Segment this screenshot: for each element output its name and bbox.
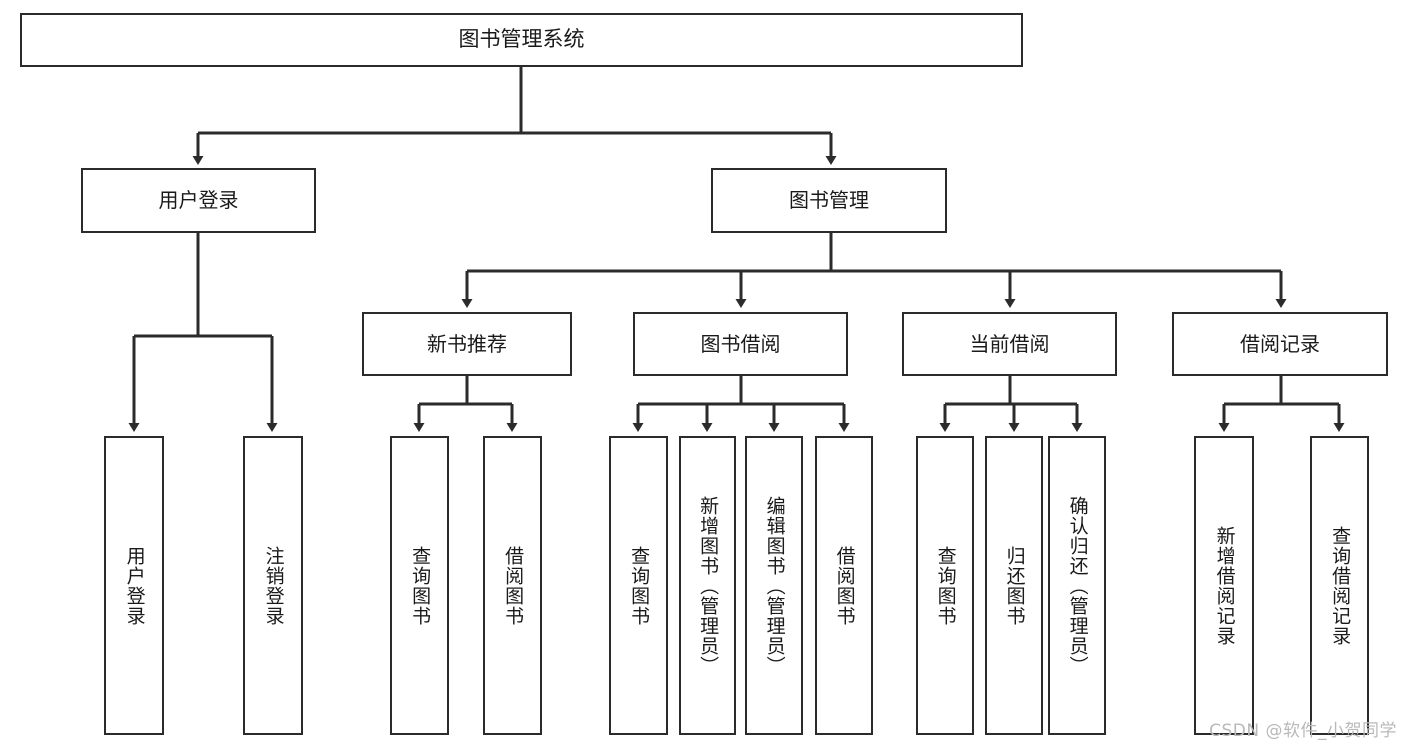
node-borrow-record[interactable]: 借阅记录 bbox=[1172, 312, 1388, 376]
node-user-login[interactable]: 用户登录 bbox=[81, 168, 316, 233]
node-label: 确认归还（管理员） bbox=[1066, 495, 1089, 676]
leaf-query-borrow-record[interactable]: 查询借阅记录 bbox=[1310, 436, 1369, 735]
node-label: 查询图书 bbox=[628, 545, 651, 626]
node-label: 当前借阅 bbox=[969, 331, 1050, 356]
node-label: 借阅记录 bbox=[1240, 331, 1320, 356]
leaf-query-book-current[interactable]: 查询图书 bbox=[916, 436, 974, 735]
leaf-borrow-book-recommend[interactable]: 借阅图书 bbox=[483, 436, 542, 735]
node-label: 新增借阅记录 bbox=[1213, 525, 1236, 646]
node-label: 图书管理系统 bbox=[458, 27, 585, 52]
node-label: 新增图书（管理员） bbox=[697, 495, 720, 676]
leaf-query-book-recommend[interactable]: 查询图书 bbox=[390, 436, 449, 735]
node-label: 用户登录 bbox=[123, 545, 146, 626]
node-book-management[interactable]: 图书管理 bbox=[711, 168, 947, 233]
node-label: 借阅图书 bbox=[833, 545, 856, 626]
leaf-edit-book-admin[interactable]: 编辑图书（管理员） bbox=[745, 436, 803, 735]
node-label: 新书推荐 bbox=[427, 331, 507, 356]
leaf-add-borrow-record[interactable]: 新增借阅记录 bbox=[1194, 436, 1254, 735]
node-label: 借阅图书 bbox=[502, 545, 525, 626]
node-label: 编辑图书（管理员） bbox=[763, 495, 786, 676]
leaf-return-book[interactable]: 归还图书 bbox=[985, 436, 1043, 735]
node-label: 图书借阅 bbox=[700, 331, 781, 356]
node-label: 归还图书 bbox=[1003, 545, 1026, 626]
node-root-system[interactable]: 图书管理系统 bbox=[20, 13, 1023, 67]
node-label: 查询借阅记录 bbox=[1329, 525, 1352, 646]
leaf-logout[interactable]: 注销登录 bbox=[243, 436, 303, 735]
leaf-user-login[interactable]: 用户登录 bbox=[104, 436, 164, 735]
node-label: 查询图书 bbox=[934, 545, 957, 626]
leaf-borrow-book[interactable]: 借阅图书 bbox=[815, 436, 873, 735]
csdn-watermark: CSDN @软件_小贺同学 bbox=[1209, 721, 1397, 741]
leaf-confirm-return-admin[interactable]: 确认归还（管理员） bbox=[1048, 436, 1106, 735]
leaf-add-book-admin[interactable]: 新增图书（管理员） bbox=[679, 436, 736, 735]
node-label: 用户登录 bbox=[158, 188, 239, 213]
leaf-query-book-borrow[interactable]: 查询图书 bbox=[609, 436, 668, 735]
node-current-borrow[interactable]: 当前借阅 bbox=[902, 312, 1117, 376]
node-new-book-recommend[interactable]: 新书推荐 bbox=[362, 312, 572, 376]
node-label: 查询图书 bbox=[409, 545, 432, 626]
node-book-borrow[interactable]: 图书借阅 bbox=[633, 312, 848, 376]
node-label: 注销登录 bbox=[262, 545, 285, 626]
node-label: 图书管理 bbox=[789, 188, 869, 213]
